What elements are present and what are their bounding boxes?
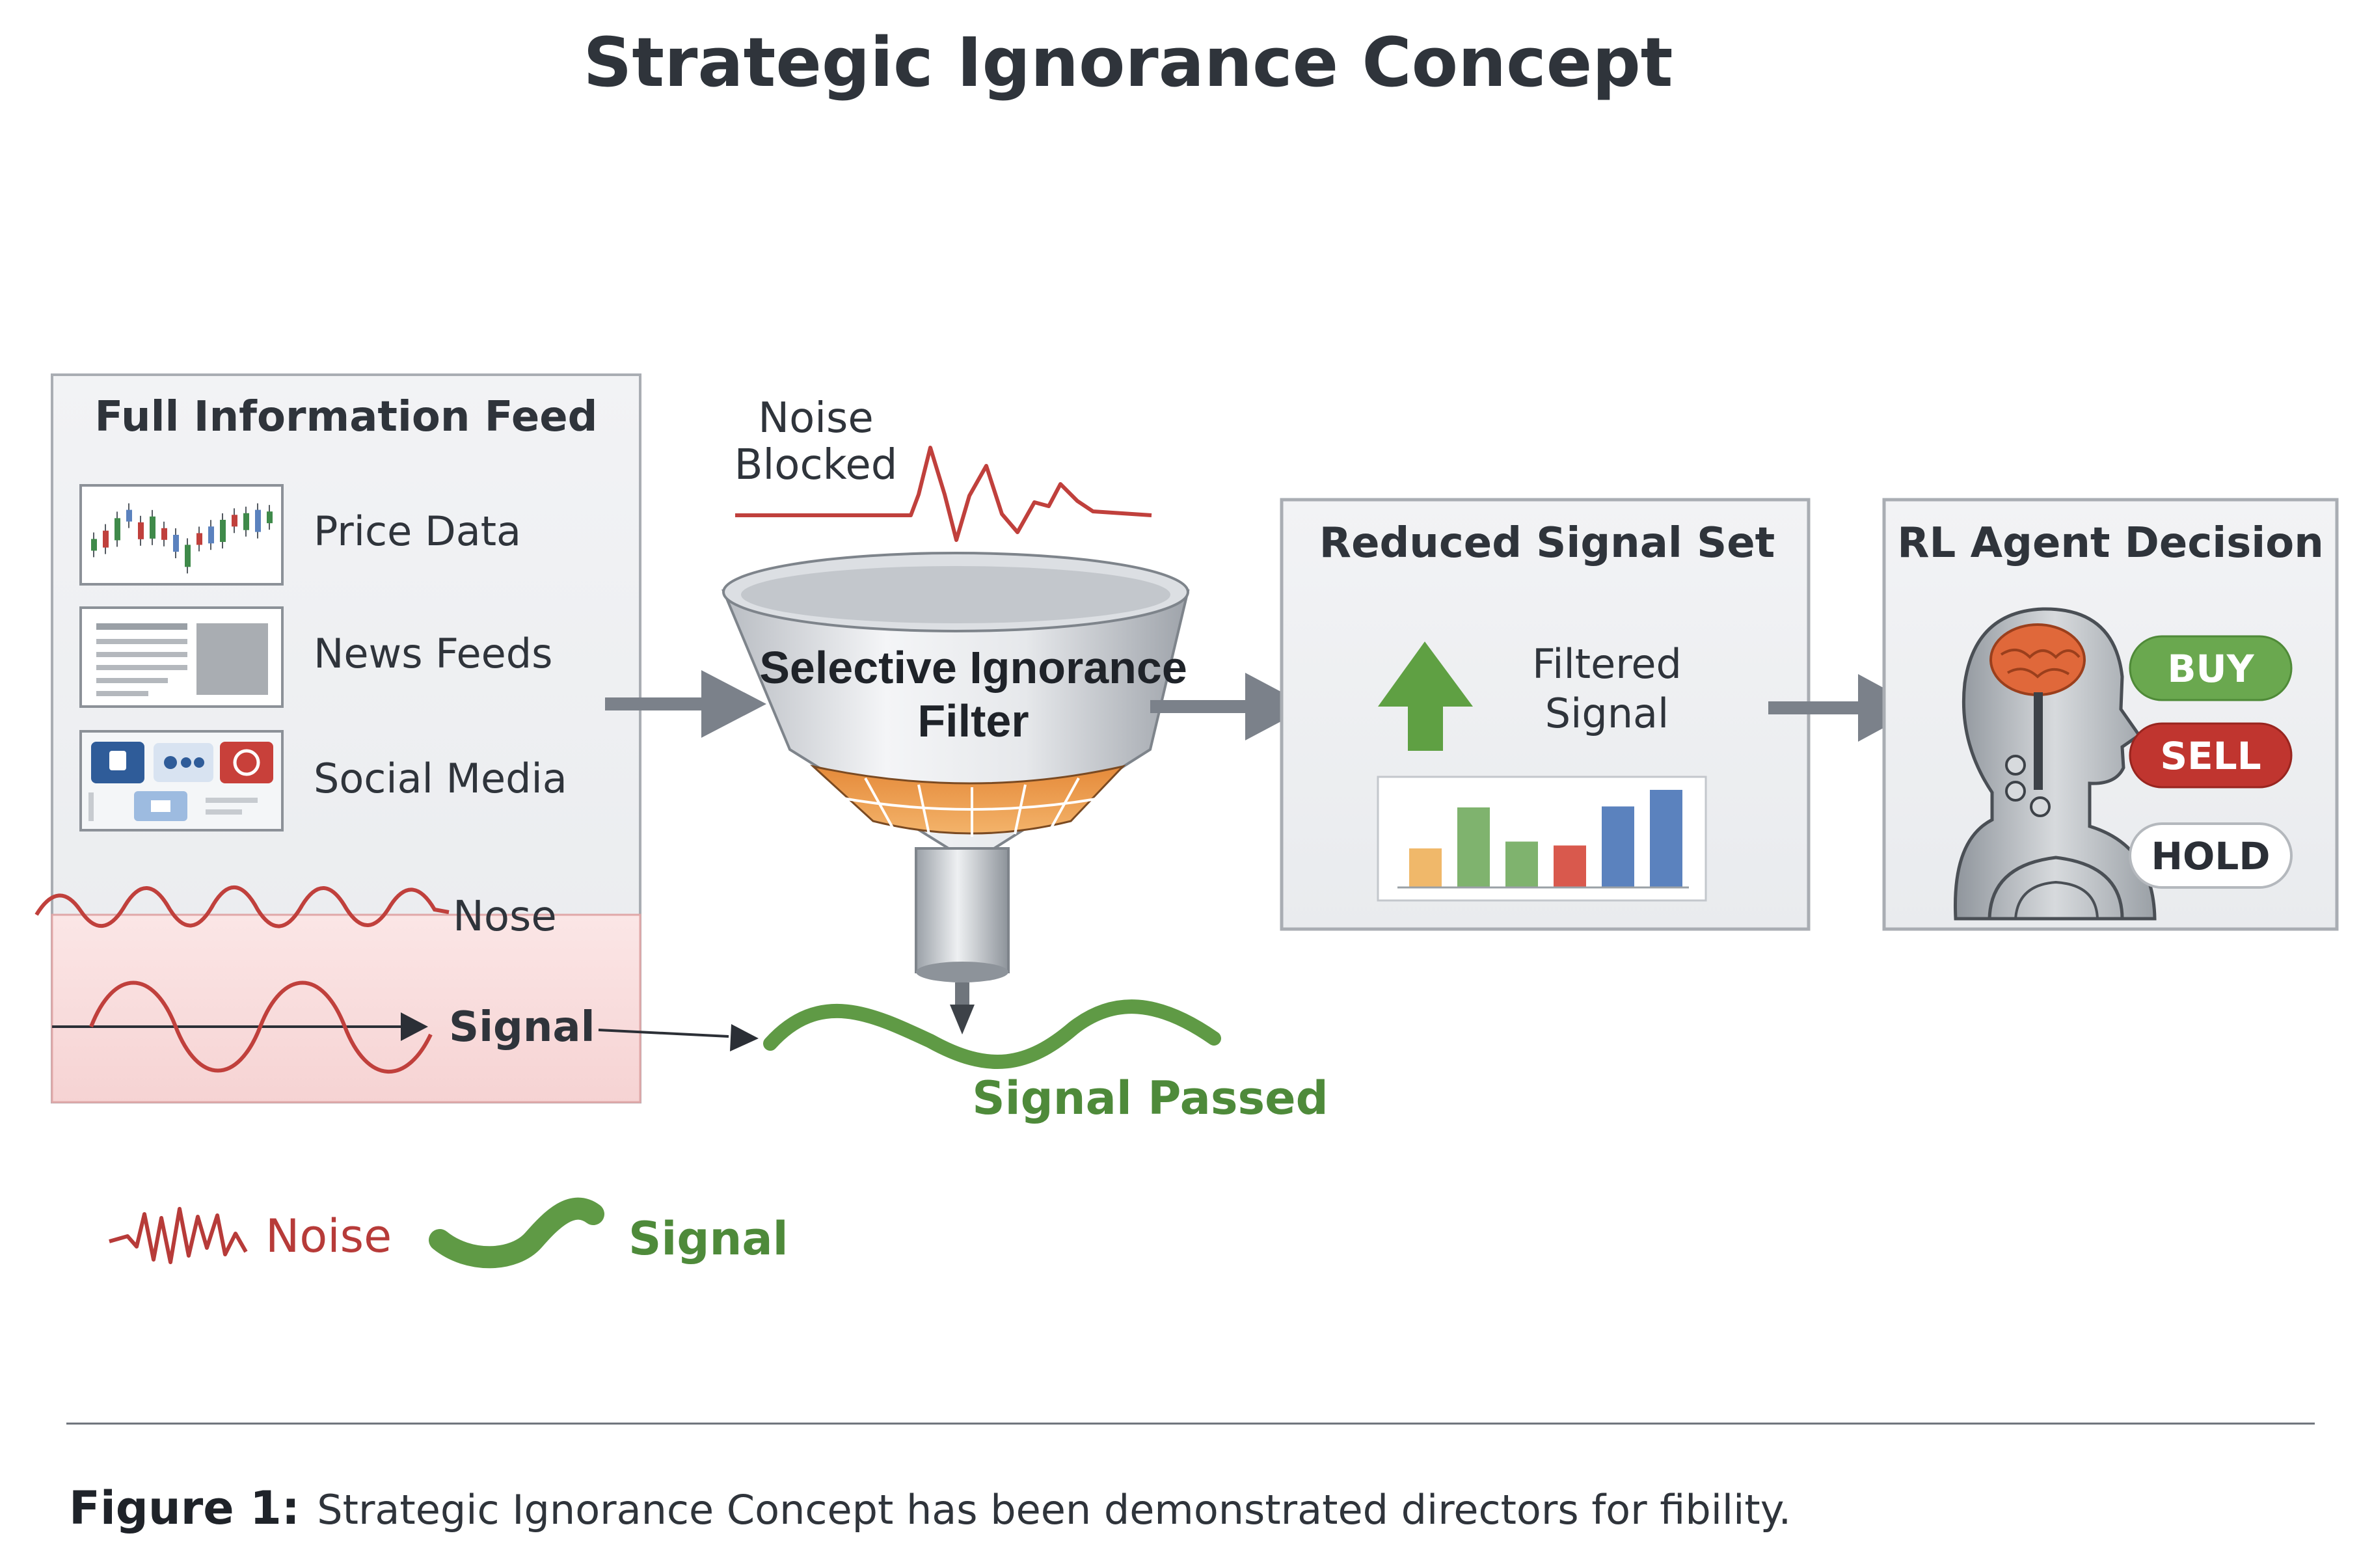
caption-label: Figure 1:	[69, 1481, 300, 1535]
brain-icon	[1989, 623, 2086, 696]
candle-body	[126, 509, 132, 522]
candle-body	[161, 528, 167, 540]
passed-signal-wave	[763, 999, 1221, 1070]
candlestick-chart-icon	[79, 484, 284, 586]
candle-body	[196, 533, 202, 545]
filtered-bar-chart	[1377, 776, 1707, 902]
buy-button-label: BUY	[2167, 647, 2254, 691]
candle-body	[255, 509, 261, 532]
candle-body	[220, 519, 226, 542]
legend-signal-label: Signal	[628, 1212, 789, 1265]
buy-button[interactable]: BUY	[2129, 635, 2293, 701]
agent-panel-title: RL Agent Decision	[1897, 519, 2324, 567]
candle-body	[103, 530, 109, 548]
signal-arrowhead	[401, 1012, 428, 1041]
legend-signal-icon	[429, 1197, 604, 1269]
signal-passed-label: Signal Passed	[972, 1072, 1328, 1125]
filter-mesh	[809, 764, 1126, 837]
candle-body	[208, 526, 214, 544]
candle-body	[115, 518, 120, 541]
filtered-bar	[1457, 807, 1490, 887]
signal-wave-label: Signal	[449, 1003, 595, 1051]
candle-body	[173, 535, 179, 552]
agent-decision-panel: RL Agent Decision BUY SELL HOLD	[1882, 498, 2339, 931]
input-panel: Full Information Feed Price Data News Fe…	[34, 373, 759, 1103]
filtered-bar	[1602, 806, 1634, 887]
signal-out-arrowhead	[730, 1024, 759, 1051]
candle-body	[138, 522, 144, 539]
candle-body	[91, 539, 97, 551]
item-label-price-data: Price Data	[314, 507, 521, 555]
input-panel-title: Full Information Feed	[95, 393, 598, 441]
filtered-bar	[1554, 845, 1586, 887]
filtered-bar	[1505, 841, 1538, 887]
legend-noise-icon	[109, 1207, 248, 1264]
filtered-bar	[1650, 790, 1682, 887]
legend-noise-label: Noise	[265, 1210, 392, 1263]
item-label-social-media: Social Media	[314, 755, 567, 802]
sell-button[interactable]: SELL	[2129, 722, 2293, 789]
selective-ignorance-funnel: Noise Blocked Selective Ignorance Filter…	[721, 394, 1328, 1125]
reduced-panel-title: Reduced Signal Set	[1319, 519, 1775, 567]
noise-wave	[34, 885, 450, 928]
candle-body	[243, 513, 249, 530]
up-arrow-icon	[1378, 642, 1473, 751]
filtered-signal-label-line1: Filtered	[1532, 640, 1682, 688]
candle-body	[150, 516, 155, 539]
social-media-icon	[79, 730, 284, 831]
robot-head-icon	[1953, 607, 2157, 921]
hold-button[interactable]: HOLD	[2129, 822, 2293, 889]
figure-caption: Figure 1: Strategic Ignorance Concept ha…	[69, 1481, 1791, 1535]
item-label-news-feeds: News Feeds	[314, 630, 552, 677]
noise-blocked-label-line1: Noise	[758, 394, 874, 442]
filtered-bar	[1409, 848, 1442, 887]
sell-button-label: SELL	[2160, 734, 2261, 778]
filtered-signal-label-line2: Signal	[1545, 690, 1669, 737]
candle-body	[232, 515, 237, 527]
blocked-noise-wave	[735, 446, 1152, 542]
candle-body	[185, 545, 191, 567]
legend: Noise Signal	[109, 1197, 789, 1269]
arrow-filter-to-reduced	[1150, 673, 1309, 740]
filter-label-line2: Filter	[917, 696, 1029, 746]
candle-body	[267, 511, 273, 524]
signal-out-arrow	[598, 1029, 729, 1038]
caption-text: Strategic Ignorance Concept has been dem…	[317, 1486, 1791, 1534]
noise-wave-label: Nose	[453, 893, 557, 941]
newspaper-icon	[79, 606, 284, 708]
diagram-title: Strategic Ignorance Concept	[584, 23, 1673, 102]
signal-wave	[89, 980, 433, 1074]
hold-button-label: HOLD	[2151, 834, 2271, 878]
noise-blocked-label-line2: Blocked	[735, 441, 898, 489]
reduced-signal-panel: Reduced Signal Set Filtered Signal	[1280, 498, 1811, 931]
arrow-input-to-filter	[605, 670, 766, 738]
filter-label-line1: Selective Ignorance	[759, 642, 1187, 693]
noise-signal-zone	[51, 913, 641, 1103]
